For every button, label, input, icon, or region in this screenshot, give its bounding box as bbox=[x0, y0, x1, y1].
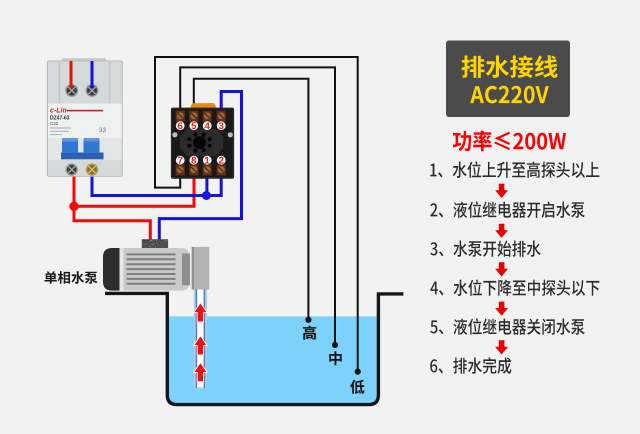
svg-text:33: 33 bbox=[99, 127, 106, 134]
svg-text:C32: C32 bbox=[50, 121, 59, 126]
svg-text:c-Lin: c-Lin bbox=[50, 108, 67, 115]
svg-text:DZ47-63: DZ47-63 bbox=[50, 116, 70, 122]
